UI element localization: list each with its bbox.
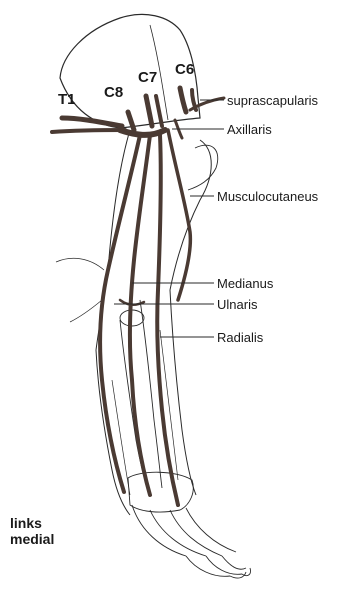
paw-digits: [132, 505, 246, 576]
label-suprascapularis: suprascapularis: [227, 94, 318, 107]
root-c7b: [156, 96, 162, 126]
root-label-c8: C8: [104, 85, 123, 100]
label-musculocutaneus: Musculocutaneus: [217, 190, 318, 203]
root-c7: [146, 96, 152, 126]
label-ulnaris: Ulnaris: [217, 298, 257, 311]
root-t1-lower: [52, 130, 125, 132]
root-label-t1: T1: [58, 92, 76, 107]
nerve-medianus: [130, 135, 150, 495]
label-radialis: Radialis: [217, 331, 263, 344]
peripheral-nerves: [100, 98, 224, 505]
label-medianus: Medianus: [217, 277, 273, 290]
caption-line-1: links: [10, 515, 54, 531]
label-axillaris: Axillaris: [227, 123, 272, 136]
nerve-musculocutaneus: [168, 130, 190, 300]
root-label-c6: C6: [175, 62, 194, 77]
nerve-radialis: [157, 135, 178, 505]
caption-line-2: medial: [10, 531, 54, 547]
root-t1: [62, 118, 122, 126]
root-label-c7: C7: [138, 70, 157, 85]
skin-fold: [188, 145, 218, 190]
orientation-caption: links medial: [10, 515, 54, 547]
root-c6: [180, 88, 186, 112]
